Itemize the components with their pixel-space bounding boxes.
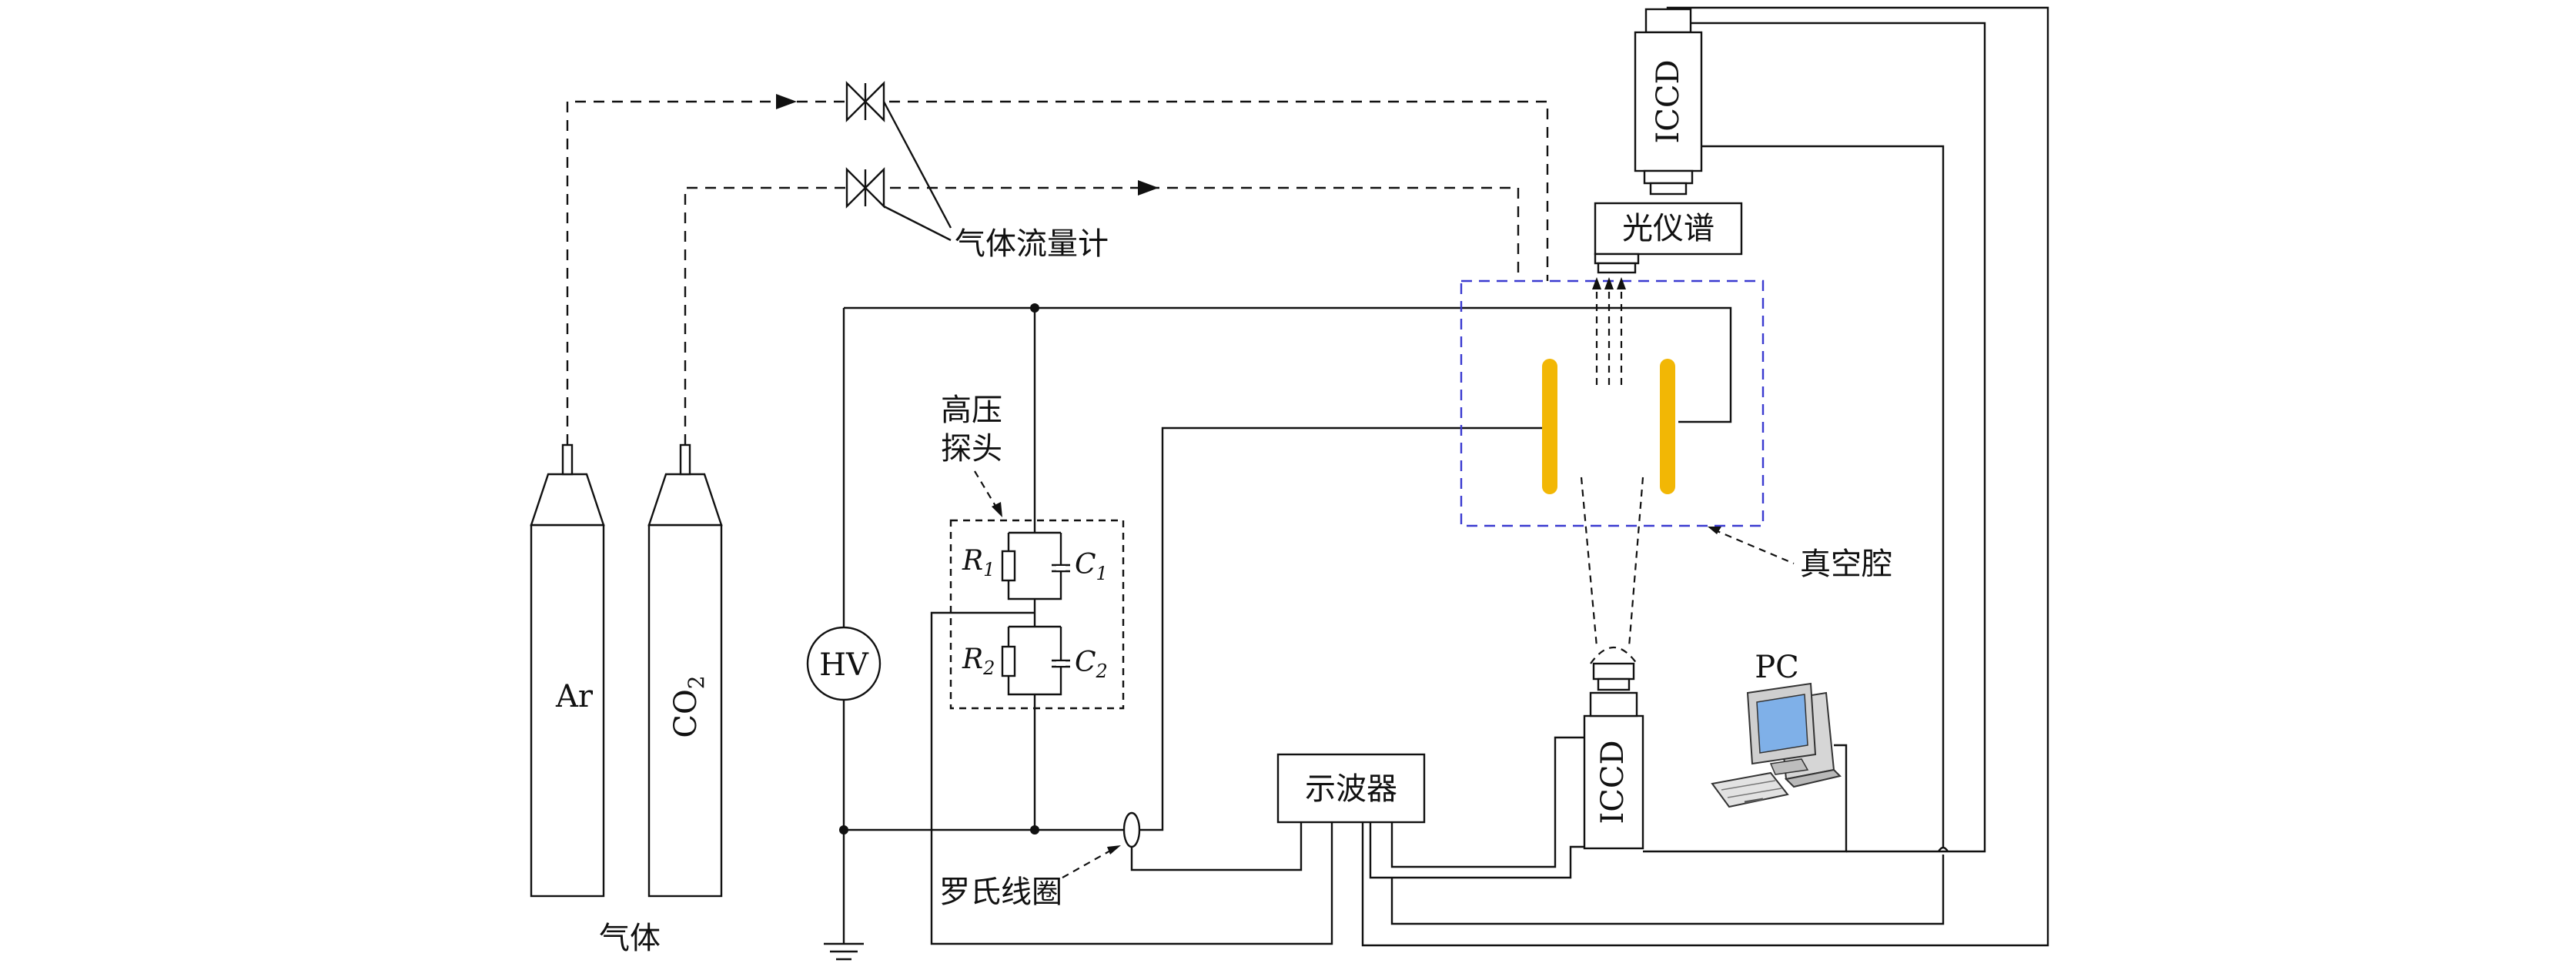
bottom-iccd-camera: ICCD — [1583, 646, 1644, 850]
c1-label: C1 — [1075, 549, 1108, 584]
hv-probe-label-line2: 探头 — [941, 431, 1002, 467]
right-electrode — [1660, 359, 1675, 494]
flowmeter-label: 气体流量计 — [955, 226, 1109, 262]
spectrometer-label: 光仪谱 — [1622, 211, 1715, 246]
hv-probe: R1 C1 R2 C2 — [949, 519, 1125, 710]
spectrometer: 光仪谱 — [1594, 202, 1743, 274]
c2-label: C2 — [1075, 647, 1108, 682]
argon-valve-icon — [845, 81, 885, 122]
svg-text:CO2: CO2 — [668, 675, 709, 738]
argon-gas-line — [566, 94, 1549, 445]
oscilloscope-label: 示波器 — [1305, 771, 1397, 807]
vacuum-chamber-label: 真空腔 — [1800, 547, 1892, 582]
r2-label: R2 — [962, 644, 995, 679]
argon-cylinder: Ar — [530, 443, 605, 898]
hv-source: HV — [806, 626, 882, 701]
pc-label: PC — [1755, 650, 1799, 685]
bottom-iccd-label: ICCD — [1595, 740, 1631, 824]
co2-subscript: 2 — [684, 675, 709, 689]
co2-valve-icon — [845, 167, 885, 209]
co2-label: CO — [668, 689, 704, 738]
argon-label: Ar — [555, 679, 594, 714]
top-iccd-label: ICCD — [1651, 59, 1686, 143]
left-electrode — [1542, 359, 1557, 494]
ground-icon — [824, 942, 864, 961]
co2-gas-line — [684, 180, 1520, 445]
pc-icon — [1711, 682, 1842, 808]
main-circuit-wires — [839, 303, 1732, 944]
r1-label: R1 — [962, 545, 995, 580]
hv-source-label: HV — [819, 647, 869, 683]
vacuum-chamber — [1460, 277, 1765, 527]
rogowski-coil-label: 罗氏线圈 — [939, 875, 1062, 910]
top-iccd-camera: ICCD — [1634, 8, 1703, 196]
oscilloscope: 示波器 — [1276, 753, 1426, 824]
co2-cylinder: CO2 — [647, 443, 723, 898]
hv-probe-label-line1: 高压 — [941, 393, 1002, 428]
gas-cylinders-label: 气体 — [599, 921, 661, 956]
control-wiring — [1361, 6, 2049, 947]
rogowski-coil-icon — [1122, 811, 1141, 848]
